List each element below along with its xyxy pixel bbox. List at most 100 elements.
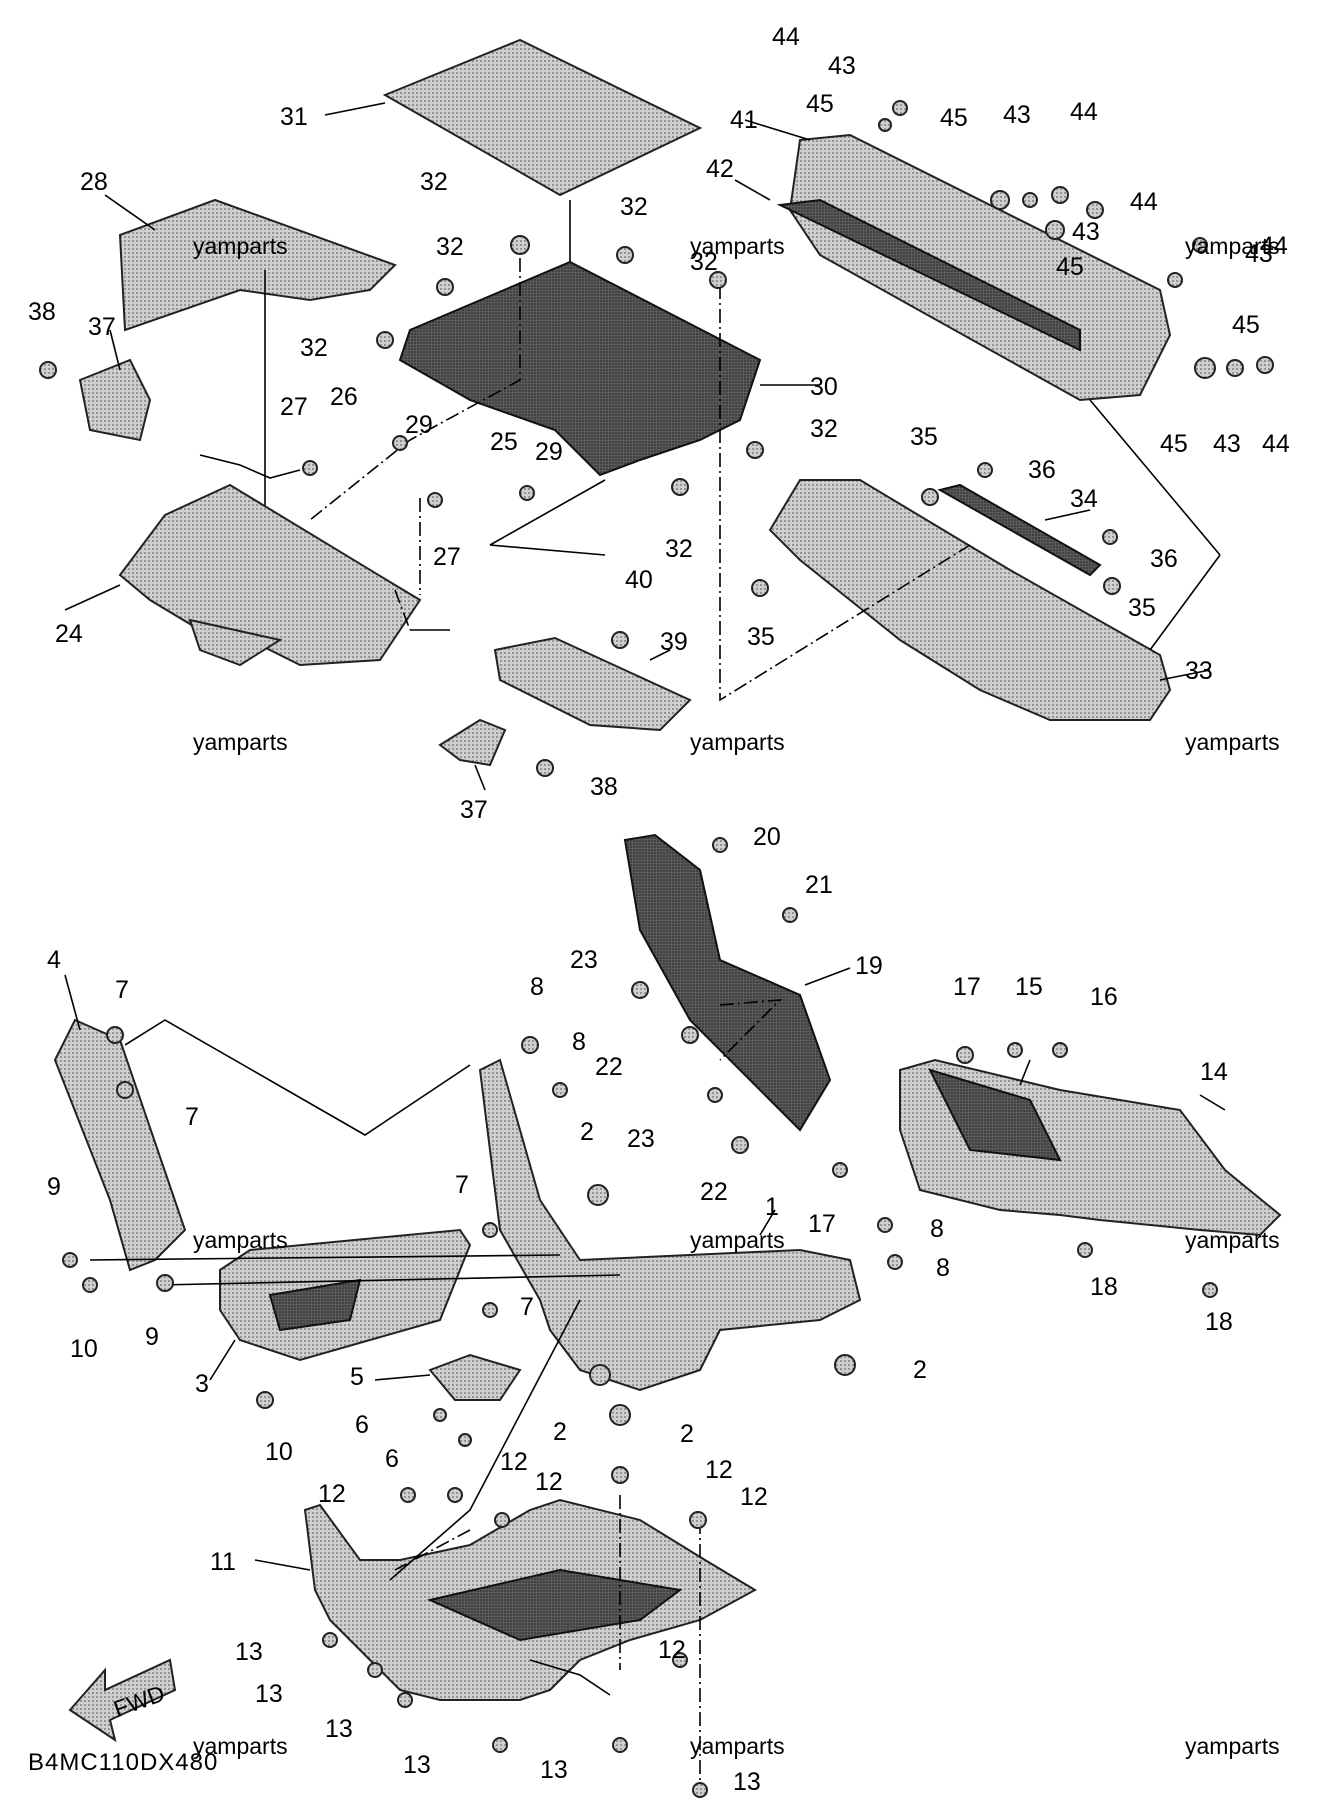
label-3: 3	[195, 1370, 209, 1398]
part-3-panel	[209, 1228, 472, 1381]
label-32: 32	[810, 415, 838, 443]
label-44: 44	[1070, 98, 1098, 126]
part-1-bumper	[478, 1058, 862, 1392]
label-22: 22	[700, 1178, 728, 1206]
label-45: 45	[1056, 253, 1084, 281]
part-24-panel	[64, 483, 450, 667]
label-12: 12	[500, 1448, 528, 1476]
label-36: 36	[1150, 545, 1178, 573]
label-8: 8	[530, 973, 544, 1001]
label-6: 6	[385, 1445, 399, 1473]
label-31: 31	[280, 103, 308, 131]
label-35: 35	[910, 423, 938, 451]
label-18: 18	[1090, 1273, 1118, 1301]
label-17: 17	[808, 1210, 836, 1238]
label-7: 7	[455, 1171, 469, 1199]
label-8: 8	[936, 1254, 950, 1282]
label-26: 26	[330, 383, 358, 411]
watermark: yamparts	[193, 729, 288, 755]
upper-leader-lines	[199, 258, 1221, 702]
label-43: 43	[828, 52, 856, 80]
label-36: 36	[1028, 456, 1056, 484]
part-33-panel	[768, 479, 1211, 721]
label-12: 12	[740, 1483, 768, 1511]
part-labels: 44 43 45 31 45 43 44 41 42 32 28 44 32 4…	[28, 23, 1290, 1796]
upper-fasteners	[39, 100, 1274, 777]
label-45: 45	[940, 104, 968, 132]
label-10: 10	[265, 1438, 293, 1466]
label-9: 9	[145, 1323, 159, 1351]
watermarks: yamparts yamparts yamparts yamparts yamp…	[193, 233, 1280, 1759]
label-44: 44	[1130, 188, 1158, 216]
label-40: 40	[625, 566, 653, 594]
fwd-arrow-icon: FWD	[68, 1658, 177, 1743]
label-12: 12	[705, 1456, 733, 1484]
label-37: 37	[460, 796, 488, 824]
watermark: yamparts	[690, 729, 785, 755]
watermark: yamparts	[1185, 729, 1280, 755]
label-45: 45	[1160, 430, 1188, 458]
label-5: 5	[350, 1363, 364, 1391]
watermark: yamparts	[193, 1227, 288, 1253]
label-2: 2	[913, 1356, 927, 1384]
diagram-code: B4MC110DX480	[28, 1749, 218, 1776]
label-12: 12	[658, 1636, 686, 1664]
label-13: 13	[235, 1638, 263, 1666]
label-14: 14	[1200, 1058, 1228, 1086]
label-44: 44	[772, 23, 800, 51]
label-22: 22	[595, 1053, 623, 1081]
watermark: yamparts	[193, 233, 288, 259]
label-28: 28	[80, 168, 108, 196]
label-1: 1	[765, 1193, 779, 1221]
part-28-panel	[104, 194, 397, 540]
label-7: 7	[115, 976, 129, 1004]
watermark: yamparts	[1185, 233, 1280, 259]
watermark: yamparts	[690, 1227, 785, 1253]
label-35: 35	[1128, 594, 1156, 622]
label-25: 25	[490, 428, 518, 456]
label-30: 30	[810, 373, 838, 401]
part-4-side-panel	[53, 974, 187, 1272]
label-19: 19	[855, 952, 883, 980]
label-27: 27	[280, 393, 308, 421]
label-39: 39	[660, 628, 688, 656]
lower-leader-lines	[89, 999, 1031, 1790]
watermark: yamparts	[690, 233, 785, 259]
label-16: 16	[1090, 983, 1118, 1011]
label-23: 23	[627, 1125, 655, 1153]
label-44: 44	[1262, 430, 1290, 458]
label-29: 29	[535, 438, 563, 466]
label-8: 8	[930, 1215, 944, 1243]
label-45: 45	[1232, 311, 1260, 339]
label-32: 32	[300, 334, 328, 362]
label-37: 37	[88, 313, 116, 341]
label-43: 43	[1245, 240, 1273, 268]
label-8: 8	[572, 1028, 586, 1056]
label-13: 13	[325, 1715, 353, 1743]
label-27: 27	[433, 543, 461, 571]
label-42: 42	[706, 155, 734, 183]
label-32: 32	[436, 233, 464, 261]
label-17: 17	[953, 973, 981, 1001]
watermark: yamparts	[1185, 1227, 1280, 1253]
label-32: 32	[665, 535, 693, 563]
lower-fasteners	[62, 837, 1218, 1798]
label-6: 6	[355, 1411, 369, 1439]
label-35: 35	[747, 623, 775, 651]
label-33: 33	[1185, 657, 1213, 685]
label-45: 45	[806, 90, 834, 118]
label-18: 18	[1205, 1308, 1233, 1336]
label-10: 10	[70, 1335, 98, 1363]
label-7: 7	[185, 1103, 199, 1131]
label-13: 13	[403, 1751, 431, 1779]
label-38: 38	[590, 773, 618, 801]
part-41-42-panel	[734, 119, 1172, 402]
label-13: 13	[255, 1680, 283, 1708]
part-30-cover	[398, 260, 820, 477]
label-24: 24	[55, 620, 83, 648]
label-43: 43	[1003, 101, 1031, 129]
label-13: 13	[540, 1756, 568, 1784]
label-29: 29	[405, 411, 433, 439]
label-20: 20	[753, 823, 781, 851]
